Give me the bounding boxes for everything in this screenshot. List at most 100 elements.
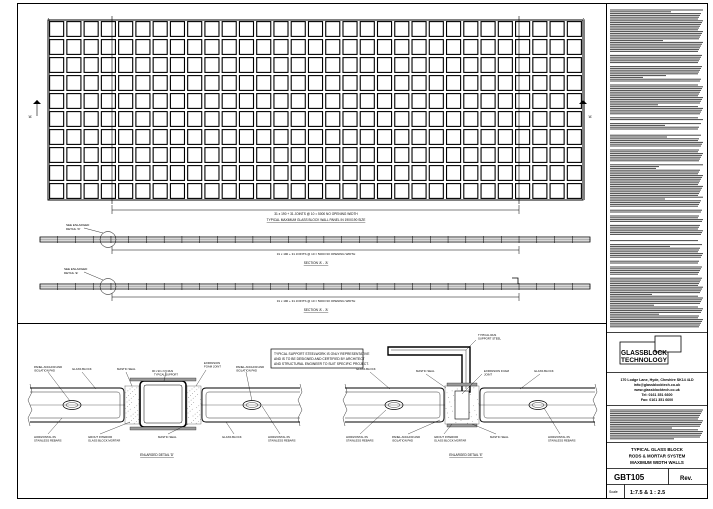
glass-block: [376, 57, 393, 73]
glass-block: [566, 147, 582, 163]
glass-block: [515, 21, 531, 37]
glass-block: [445, 21, 462, 37]
glass-block: [566, 183, 582, 199]
glass-block: [152, 165, 168, 181]
glass-block: [187, 165, 203, 181]
glass-block: [342, 111, 358, 127]
glass-block: [135, 165, 151, 181]
glass-block: [307, 165, 324, 181]
glass-block: [256, 21, 272, 37]
glass-block: [497, 129, 513, 145]
glass-block: [480, 165, 496, 181]
address-line-5: Fax: 0161 351 6600: [641, 398, 673, 402]
glass-block: [187, 147, 203, 163]
glass-block: [66, 75, 82, 91]
glass-block: [463, 129, 479, 145]
glass-block: [376, 147, 393, 163]
glass-block: [118, 39, 134, 55]
glass-block: [290, 93, 306, 109]
glass-block: [497, 183, 513, 199]
sheet-border: [17, 3, 708, 499]
notes-text-texture: [610, 9, 703, 328]
glass-block: [187, 93, 203, 109]
glass-block: [480, 129, 496, 145]
glass-block: [497, 75, 513, 91]
glass-block: [463, 147, 479, 163]
glass-block: [273, 129, 289, 145]
glass-block: [428, 129, 444, 145]
glass-block: [290, 39, 306, 55]
glass-block: [411, 93, 427, 109]
glass-block: [376, 165, 393, 181]
section-marker-right: 'A': [579, 100, 592, 119]
svg-text:'A': 'A': [588, 114, 592, 119]
glass-block: [497, 39, 513, 55]
glass-block: [463, 39, 479, 55]
e-label-mastic: MASTIC SEAL: [416, 369, 435, 373]
glass-block: [394, 147, 410, 163]
glass-block: [359, 57, 375, 73]
glass-block: [273, 183, 289, 199]
glass-block: [428, 75, 444, 91]
note-line-1: TYPICAL SUPPORT STEELWORK IS ONLY REPRES…: [274, 352, 370, 356]
glass-block: [428, 165, 444, 181]
address-line-4: Tel: 0161 351 6600: [641, 393, 672, 397]
glass-block: [532, 147, 548, 163]
glass-block: [394, 57, 410, 73]
glass-block-elevation: [47, 16, 585, 204]
glass-block: [463, 57, 479, 73]
glass-block: [135, 183, 151, 199]
d-label-steel-1: 90 x 90 x 6.5 RHS: [152, 369, 173, 373]
glass-block: [445, 147, 462, 163]
glass-block: [497, 57, 513, 73]
glass-block: [566, 39, 582, 55]
glass-block: [204, 75, 220, 91]
e-label-panel-anchor-2: ISOLATION PAD: [392, 439, 413, 443]
glass-block: [480, 93, 496, 109]
glass-block: [204, 183, 220, 199]
glass-block: [238, 21, 255, 37]
company-logo: GLASSBLOCK TECHNOLOGY: [619, 335, 682, 365]
section2-callout-line2: DETAIL 'E': [64, 271, 79, 275]
glass-block: [549, 39, 565, 55]
glass-block: [290, 21, 306, 37]
glass-block: [566, 21, 582, 37]
glass-block: [83, 129, 99, 145]
glass-block: [307, 39, 324, 55]
glass-block: [428, 183, 444, 199]
glass-block: [463, 165, 479, 181]
glass-block: [118, 147, 134, 163]
glass-block: [463, 21, 479, 37]
glass-block: [515, 183, 531, 199]
glass-block: [152, 75, 168, 91]
glass-block: [480, 21, 496, 37]
e-label-mastic-bottom: MASTIC SEAL: [490, 435, 509, 439]
glass-block: [83, 147, 99, 163]
glass-block: [566, 93, 582, 109]
glass-block: [394, 21, 410, 37]
glass-block: [204, 165, 220, 181]
glass-block: [221, 93, 237, 109]
glass-block: [221, 39, 237, 55]
glass-block: [411, 39, 427, 55]
glass-block: [135, 147, 151, 163]
d-label-panel-anchor2-1: PANEL ANCHOR AND: [236, 365, 264, 369]
glass-block: [169, 75, 186, 91]
section1-callout-line1: SEE ENLARGED: [66, 223, 90, 227]
glass-block: [290, 147, 306, 163]
glass-block: [342, 21, 358, 37]
glass-block: [238, 57, 255, 73]
glass-block: [221, 57, 237, 73]
glass-block: [238, 183, 255, 199]
glass-block: [83, 75, 99, 91]
glass-block: [342, 183, 358, 199]
glass-block: [256, 93, 272, 109]
glass-block: [204, 57, 220, 73]
glass-block: [187, 39, 203, 55]
glass-block: [152, 129, 168, 145]
glass-block: [307, 111, 324, 127]
glass-block: [411, 165, 427, 181]
glass-block: [566, 165, 582, 181]
svg-text:'A': 'A': [28, 114, 32, 119]
